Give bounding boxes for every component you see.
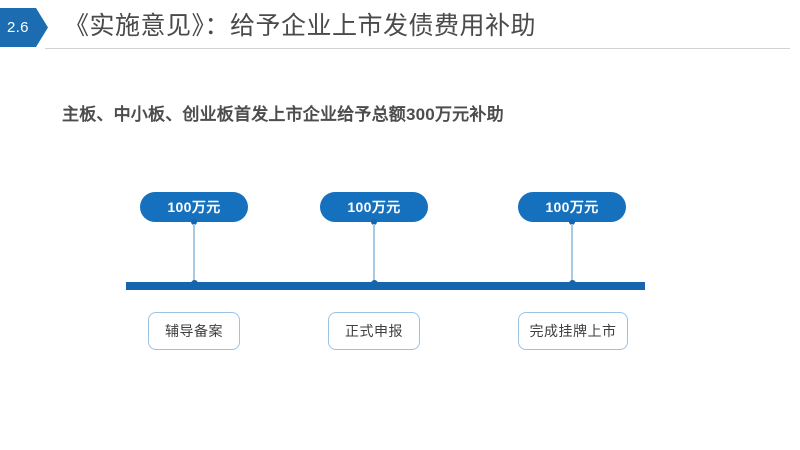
milestone-amount-pill: 100万元 xyxy=(320,192,428,222)
milestone-amount-pill: 100万元 xyxy=(140,192,248,222)
milestone-stage-box: 完成挂牌上市 xyxy=(518,312,628,350)
connector-dot-top-icon xyxy=(569,219,575,225)
connector-line xyxy=(373,224,375,284)
connector-line xyxy=(193,224,195,284)
connector-dot-bottom-icon xyxy=(190,280,198,287)
connector-dot-top-icon xyxy=(191,219,197,225)
section-subtitle: 主板、中小板、创业板首发上市企业给予总额300万元补助 xyxy=(62,105,504,124)
header-divider xyxy=(45,48,790,49)
connector-dot-top-icon xyxy=(371,219,377,225)
slide-header: 2.6 《实施意见》：给予企业上市发债费用补助 xyxy=(0,0,800,56)
milestone-stage-box: 正式申报 xyxy=(328,312,420,350)
page-title: 《实施意见》：给予企业上市发债费用补助 xyxy=(64,13,537,40)
timeline-axis-bar xyxy=(126,282,645,290)
section-number-badge: 2.6 xyxy=(0,8,48,47)
milestone-stage-box: 辅导备案 xyxy=(148,312,240,350)
milestone-amount-pill: 100万元 xyxy=(518,192,626,222)
connector-dot-bottom-icon xyxy=(568,280,576,287)
connector-line xyxy=(571,224,573,284)
connector-dot-bottom-icon xyxy=(370,280,378,287)
